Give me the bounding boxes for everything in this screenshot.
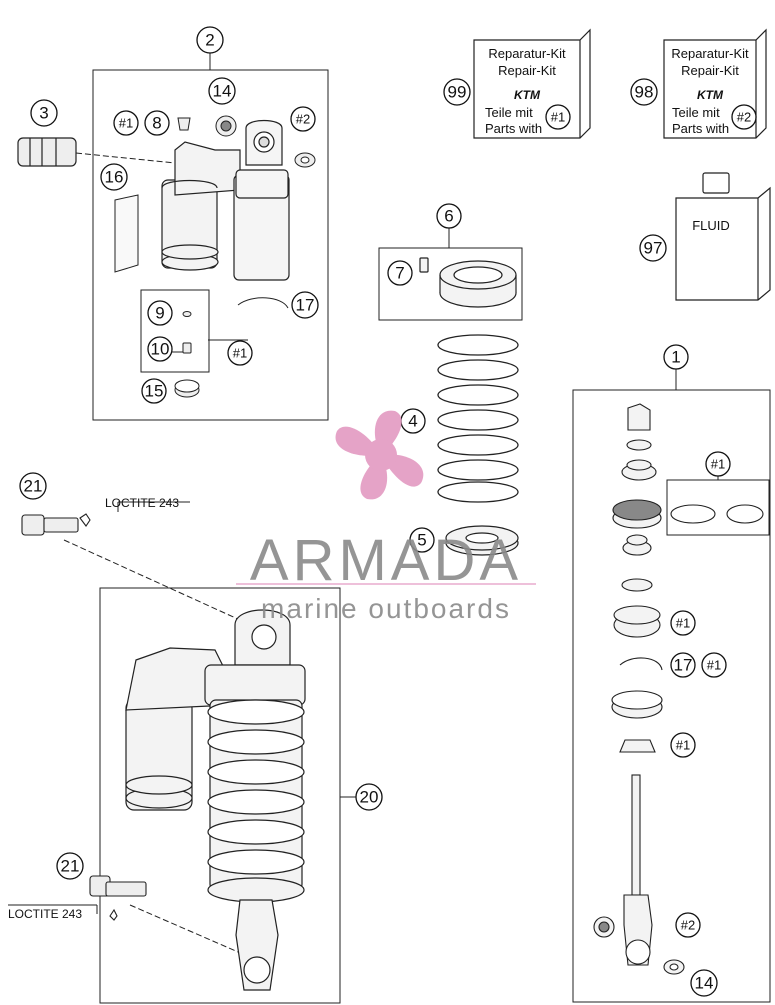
kit-1-brand: KTM [514,88,541,102]
loctite-note-upper: LOCTITE 243 [105,496,179,510]
callout-h1-circle-c [705,451,731,477]
callout-3-circle [30,99,58,127]
callout-21-b: 21 [61,857,80,876]
callout-14-circle-a [208,77,236,105]
callout-7: 7 [395,264,404,283]
callout-98: 98 [635,83,654,102]
kit-1-line4: Parts with [485,121,542,136]
callout-h1-e: #1 [707,658,721,673]
callout-4: 4 [408,412,417,431]
reservoir-housing [161,141,241,271]
callout-1-circle [663,344,689,370]
spring-retainer-6 [419,257,517,308]
callout-9: 9 [155,304,164,323]
callout-15-circle [141,378,167,404]
callout-h1-circle-f [670,732,696,758]
bolt-21-upper [21,513,91,536]
callout-5-circle [409,527,435,553]
callout-h1-b: #1 [233,346,247,361]
watermark-subtitle: marine outboards [261,593,511,624]
kit-2-brand: KTM [697,88,724,102]
callout-14-a: 14 [213,82,232,101]
bolt-21-lower [89,875,147,921]
callout-16-circle [100,163,128,191]
callout-1: 1 [671,348,680,367]
callout-h1-kit-circle [545,104,571,130]
callout-h1-circle-d [670,610,696,636]
kit-2-line4: Parts with [672,121,729,136]
callout-17-circle-b [670,652,696,678]
kit-2-line2: Repair-Kit [681,63,739,78]
callout-8-circle [144,110,170,136]
callout-3: 3 [39,104,48,123]
damper-parts-stack-1 [611,403,764,753]
callout-20: 20 [360,788,379,807]
callout-21-circle-a [19,472,47,500]
callout-h1-circle-b [227,340,253,366]
callout-6: 6 [444,207,453,226]
callout-h2-circle-a [290,106,316,132]
callout-h1-c: #1 [711,457,725,472]
callout-16: 16 [105,168,124,187]
group-1-frame [572,389,771,1003]
complete-shock-20 [125,609,306,991]
callout-h2-b: #2 [681,918,695,933]
kit-1-line2: Repair-Kit [498,63,556,78]
group-20-frame [99,587,341,1004]
callout-h1-circle-e [701,652,727,678]
callout-17-b: 17 [674,656,693,675]
group-9-10-frame [140,289,210,373]
callout-15: 15 [145,382,164,401]
armada-logo: ARMADA marine outboards [236,410,536,624]
kit-1-line1: Reparatur-Kit [488,46,566,61]
callout-h1-kit: #1 [551,110,565,125]
kit-2-line3: Teile mit [672,105,720,120]
callout-h2-kit: #2 [737,110,751,125]
callout-h2-kit-circle [731,104,757,130]
callout-99: 99 [448,83,467,102]
callout-98-circle [630,78,658,106]
small-parts-group-2 [174,115,316,398]
callout-2: 2 [205,31,214,50]
callout-h1-d: #1 [676,616,690,631]
callout-21-a: 21 [24,477,43,496]
callout-99-circle [443,78,471,106]
callout-10-circle [147,336,173,362]
fluid-label: FLUID [692,218,730,233]
fluid-canister-97 [675,172,771,301]
callout-20-circle [355,783,383,811]
callout-7-circle [387,260,413,286]
callout-h1-f: #1 [676,738,690,753]
adjuster-3 [17,137,77,167]
callout-17-circle-a [291,291,319,319]
callout-h1-circle-a [113,110,139,136]
callout-9-circle [147,300,173,326]
callout-h2-circle-b [675,912,701,938]
callout-h2-a: #2 [296,112,310,127]
callout-21-circle-b [56,852,84,880]
spring-seat-5 [445,525,519,556]
callout-h1-a: #1 [119,116,133,131]
callout-97: 97 [644,239,663,258]
shock-body [233,119,290,281]
kit-1-line3: Teile mit [485,105,533,120]
callout-8: 8 [152,114,161,133]
callout-97-circle [639,234,667,262]
callout-14-circle-b [690,969,718,997]
label-sticker-16 [114,194,139,273]
callout-2-circle [196,26,224,54]
loctite-note-lower: LOCTITE 243 [8,907,82,921]
group-6-frame [378,247,523,321]
piston-rod-eye [593,774,685,975]
kit-2-line1: Reparatur-Kit [671,46,749,61]
watermark-title: ARMADA [250,528,522,593]
callout-17-a: 17 [296,296,315,315]
callout-10: 10 [151,340,170,359]
callout-14-b: 14 [695,974,714,993]
callout-6-circle [436,203,462,229]
spring-4 [437,334,519,503]
callout-5: 5 [417,531,426,550]
